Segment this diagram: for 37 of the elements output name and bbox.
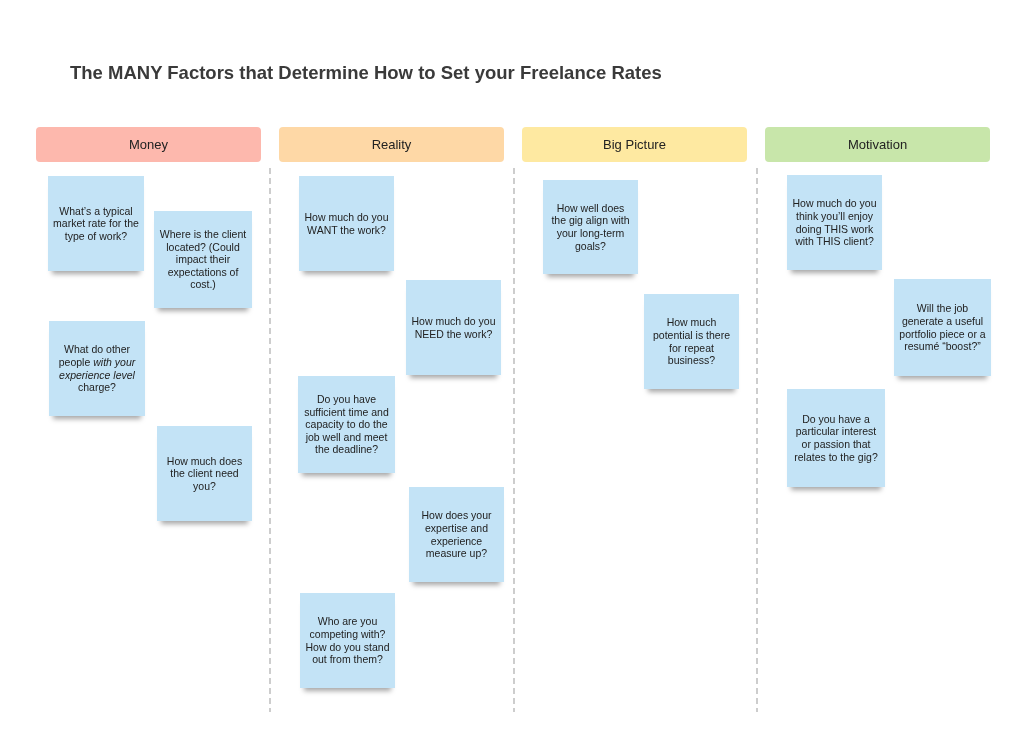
question-text: How much does the client need you? [165, 454, 244, 493]
sticky-note [298, 376, 395, 473]
question-text: Will the job generate a useful portfolio piece or a resumé “boost?” [899, 302, 986, 353]
sticky-note [543, 180, 638, 274]
question-text: What’s a typical market rate for the type of work? [53, 204, 139, 243]
sticky-note [300, 593, 395, 688]
sticky-note [299, 176, 394, 271]
sticky-note [49, 321, 145, 416]
column-header [279, 127, 504, 162]
sticky-note [644, 294, 739, 389]
column-header [765, 127, 990, 162]
column-header [36, 127, 261, 162]
question-text: What do other people with your experience level charge? [57, 343, 137, 394]
sticky-note [157, 426, 252, 521]
column-header [522, 127, 747, 162]
sticky-note [406, 280, 501, 375]
page-title: The MANY Factors that Determine How to Set your Freelance Rates [70, 62, 662, 84]
question-text: Who are you competing with? How do you stand out from them? [305, 615, 390, 666]
question-text: How much do you WANT the work? [304, 210, 389, 237]
question-text: Do you have sufficient time and capacity to do the job well and meet the deadline? [303, 393, 390, 456]
question-text: How much do you think you’ll enjoy doing THIS work with THIS client? [792, 197, 877, 248]
question-text: Do you have a particular interest or passion that relates to the gig? [793, 412, 879, 464]
question-text: How much potential is there for repeat business? [651, 316, 732, 367]
sticky-note [154, 211, 252, 308]
sticky-note [787, 175, 882, 270]
sticky-note [787, 389, 885, 487]
question-text: Where is the client located? (Could impact their expectations of cost.) [159, 228, 247, 291]
column-title: Motivation [847, 137, 908, 152]
column-title: Big Picture [603, 137, 666, 152]
question-text: How much do you NEED the work? [411, 314, 496, 341]
question-text: How does your expertise and experience measure up? [420, 509, 493, 560]
sticky-note [48, 176, 144, 271]
question-text: How well does the gig align with your long-term goals? [550, 201, 631, 253]
column-title: Reality [371, 137, 412, 152]
sticky-note [894, 279, 991, 376]
column-title: Money [129, 137, 168, 152]
sticky-note [409, 487, 504, 582]
